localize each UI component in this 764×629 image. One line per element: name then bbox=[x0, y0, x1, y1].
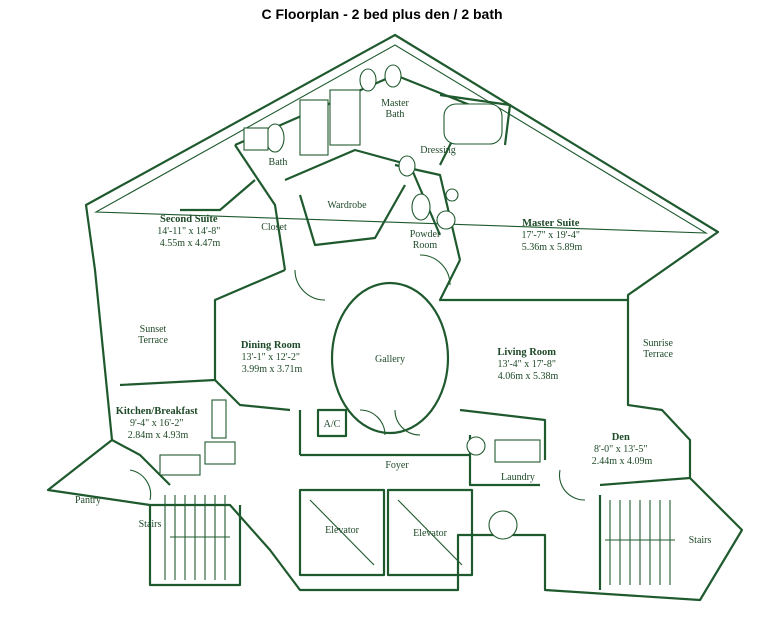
ac-label: A/C bbox=[324, 419, 341, 430]
ac-unit-box bbox=[316, 408, 348, 438]
plan-title: C Floorplan - 2 bed plus den / 2 bath bbox=[261, 6, 503, 22]
foyer-label: Foyer bbox=[385, 460, 409, 471]
elevator-shafts bbox=[298, 488, 474, 577]
closet-label: Closet bbox=[261, 222, 287, 233]
elevator-left-label: Elevator bbox=[325, 525, 360, 536]
pantry-label: Pantry bbox=[75, 495, 101, 506]
den-label: Den 8'-0" x 13'-5" 2.44m x 4.09m bbox=[592, 432, 653, 467]
laundry-label: Laundry bbox=[501, 472, 535, 483]
wardrobe-label: Wardrobe bbox=[327, 200, 367, 211]
kitchen-breakfast-label: Kitchen/Breakfast 9'-4" x 16'-2" 2.84m x… bbox=[116, 406, 201, 441]
second-suite-label: Second Suite 14'-11" x 14'-8" 4.55m x 4.… bbox=[157, 214, 223, 249]
interior-walls bbox=[111, 73, 691, 590]
gallery-label: Gallery bbox=[375, 354, 405, 365]
stairs-left-label: Stairs bbox=[139, 519, 162, 530]
elevator-right-label: Elevator bbox=[413, 528, 448, 539]
door-swings bbox=[129, 254, 586, 501]
dining-room-label: Dining Room 13'-1" x 12'-2" 3.99m x 3.71… bbox=[241, 340, 303, 375]
living-room-label: Living Room 13'-4" x 17'-8" 4.06m x 5.38… bbox=[497, 347, 558, 382]
stairs-right-label: Stairs bbox=[689, 535, 712, 546]
bath-fixtures bbox=[243, 64, 503, 230]
kitchen-fixtures bbox=[159, 399, 541, 540]
stair-treads bbox=[164, 495, 675, 585]
bath-label: Bath bbox=[269, 157, 288, 168]
gallery-oval bbox=[330, 281, 450, 435]
dressing-label: Dressing bbox=[420, 145, 456, 156]
master-suite-label: Master Suite 17'-7" x 19'-4" 5.36m x 5.8… bbox=[522, 218, 583, 253]
